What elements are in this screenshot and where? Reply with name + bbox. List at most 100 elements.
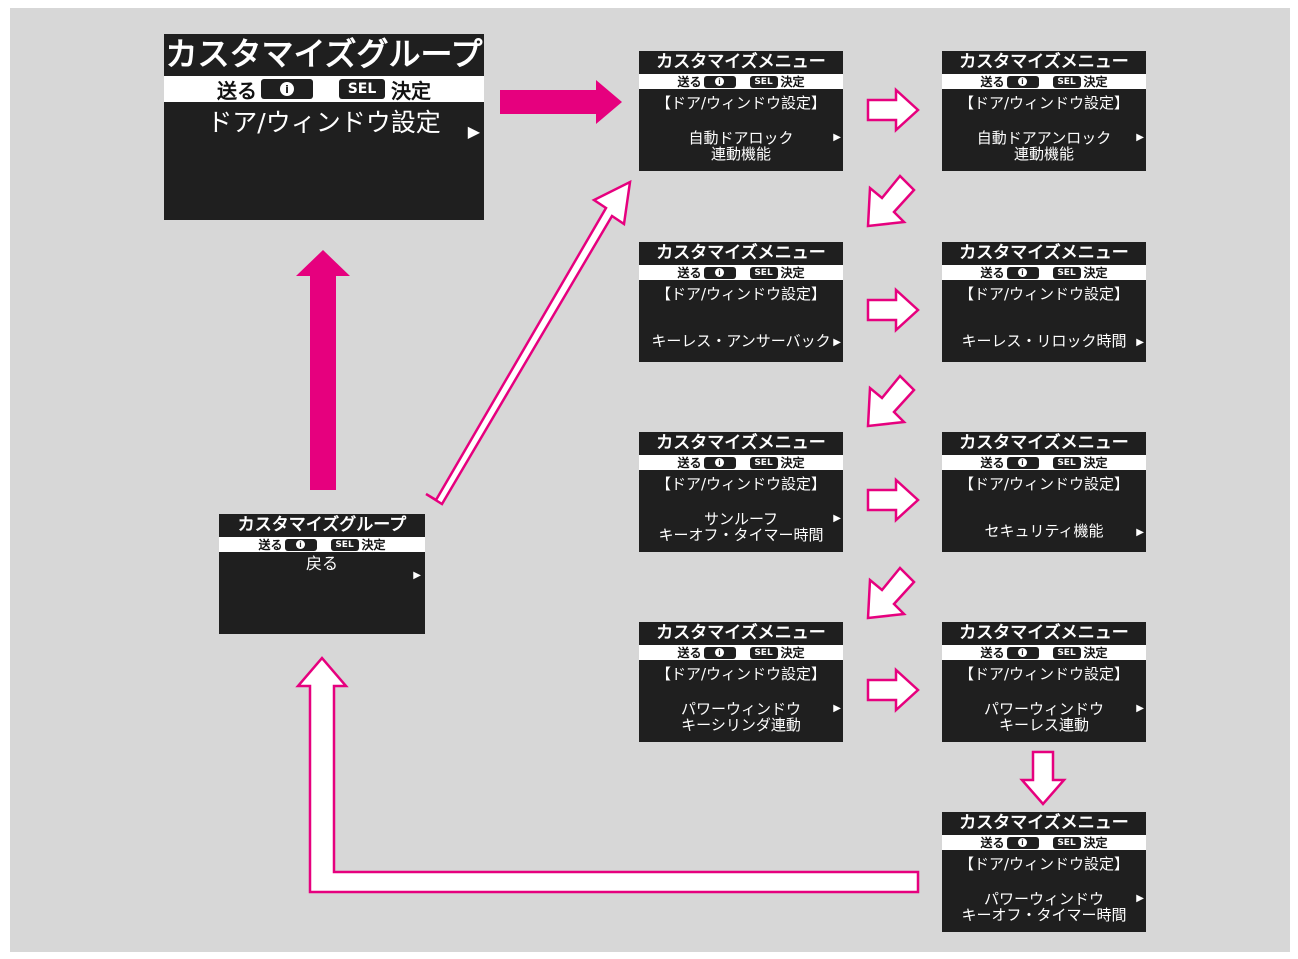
menu-item-text: パワーウィンドウキーシリンダ連動 — [639, 694, 843, 742]
sel-button: SEL — [749, 456, 778, 469]
customize-group-screen: カスタマイズグループ 送る i SEL 決定 ドア/ウィンドウ設定 ▶ — [164, 34, 484, 220]
outline-arrow-diagonal-1 — [866, 174, 916, 228]
info-button: i — [284, 538, 317, 551]
outline-arrow-diagonal-2 — [866, 374, 916, 428]
outline-arrow-right-2 — [866, 287, 920, 333]
kettei-label: 決定 — [780, 266, 805, 280]
okuru-label: 送る — [258, 538, 283, 552]
menu-subtitle: 【ドア/ウィンドウ設定】 — [958, 475, 1130, 493]
info-icon: i — [1018, 268, 1027, 277]
info-icon: i — [1018, 838, 1027, 847]
info-icon: i — [715, 458, 724, 467]
kettei-label: 決定 — [1083, 836, 1108, 850]
outline-arrow-right-3 — [866, 477, 920, 523]
triangle-right-icon: ▶ — [1136, 337, 1144, 348]
menu-screen-title: カスタマイズメニュー — [656, 243, 826, 263]
group-item-door-window: ドア/ウィンドウ設定 — [207, 108, 441, 137]
kettei-label: 決定 — [1083, 456, 1108, 470]
sel-button: SEL — [749, 75, 778, 88]
menu-subtitle: 【ドア/ウィンドウ設定】 — [655, 285, 827, 303]
info-button: i — [703, 646, 736, 659]
info-button: i — [1006, 646, 1039, 659]
triangle-right-icon: ▶ — [833, 132, 841, 143]
kettei-label: 決定 — [1083, 75, 1108, 89]
okuru-label: 送る — [677, 75, 702, 89]
info-button: i — [1006, 266, 1039, 279]
info-button: i — [703, 75, 736, 88]
outline-arrow-return-long — [295, 656, 920, 894]
menu-item-line: パワーウィンドウ — [983, 890, 1104, 909]
kettei-label: 決定 — [780, 456, 805, 470]
menu-screen-title: カスタマイズメニュー — [656, 623, 826, 643]
triangle-right-icon: ▶ — [1136, 527, 1144, 538]
triangle-right-icon: ▶ — [1136, 893, 1144, 904]
sel-button: SEL — [339, 79, 385, 99]
menu-screen-title: カスタマイズメニュー — [959, 813, 1129, 833]
menu-item-line: サンルーフ — [703, 510, 779, 529]
outline-arrow-diagonal-3 — [866, 566, 916, 620]
menu-item-line: キーオフ・タイマー時間 — [658, 526, 824, 544]
menu-item-line: セキュリティ機能 — [984, 522, 1104, 541]
okuru-label: 送る — [677, 646, 702, 660]
solid-arrow-up — [296, 250, 350, 490]
sel-button: SEL — [749, 646, 778, 659]
menu-item-line: キーオフ・タイマー時間 — [961, 906, 1127, 924]
menu-item-text: キーレス・リロック時間 — [942, 322, 1146, 362]
menu-item-line: 自動ドアアンロック — [976, 129, 1112, 148]
sel-button: SEL — [1052, 456, 1081, 469]
menu-item-text: 自動ドアロック連動機能 — [639, 123, 843, 171]
menu-item-text: セキュリティ機能 — [942, 512, 1146, 552]
menu-item-line: 連動機能 — [1013, 145, 1074, 163]
kettei-label: 決定 — [1083, 646, 1108, 660]
menu-item-text: 自動ドアアンロック連動機能 — [942, 123, 1146, 171]
outline-arrow-down — [1019, 750, 1067, 806]
menu-item-line: キーシリンダ連動 — [681, 716, 801, 734]
back-screen-title: カスタマイズグループ — [237, 515, 407, 535]
info-icon: i — [715, 268, 724, 277]
sel-button: SEL — [1052, 836, 1081, 849]
menu-subtitle: 【ドア/ウィンドウ設定】 — [958, 855, 1130, 873]
menu-item-line: パワーウィンドウ — [983, 700, 1104, 719]
okuru-label: 送る — [677, 456, 702, 470]
info-icon: i — [715, 77, 724, 86]
sel-button: SEL — [1052, 646, 1081, 659]
kettei-label: 決定 — [1083, 266, 1108, 280]
menu-screen-title: カスタマイズメニュー — [959, 433, 1129, 453]
menu-subtitle: 【ドア/ウィンドウ設定】 — [655, 475, 827, 493]
group-screen-title: カスタマイズグループ — [165, 35, 483, 73]
info-button: i — [703, 456, 736, 469]
triangle-right-icon: ▶ — [833, 337, 841, 348]
triangle-right-icon: ▶ — [1136, 703, 1144, 714]
operation-hint-bar: 送る i SEL 決定 — [219, 537, 425, 552]
sel-button: SEL — [1052, 75, 1081, 88]
solid-arrow-right — [500, 80, 622, 124]
okuru-label: 送る — [980, 266, 1005, 280]
triangle-right-icon: ▶ — [1136, 132, 1144, 143]
menu-subtitle: 【ドア/ウィンドウ設定】 — [958, 94, 1130, 112]
customize-group-back-screen: カスタマイズグループ 送る i SEL 決定 戻る ▶ — [219, 514, 425, 634]
info-icon: i — [715, 648, 724, 657]
menu-item-line: 自動ドアロック — [688, 129, 794, 148]
sel-button: SEL — [330, 538, 359, 551]
info-icon: i — [280, 82, 294, 96]
menu-subtitle: 【ドア/ウィンドウ設定】 — [958, 285, 1130, 303]
menu-screen-title: カスタマイズメニュー — [656, 433, 826, 453]
okuru-label: 送る — [980, 836, 1005, 850]
sel-button: SEL — [749, 266, 778, 279]
back-item: 戻る — [305, 554, 338, 573]
info-icon: i — [1018, 458, 1027, 467]
outline-arrow-return-diagonal — [425, 179, 632, 506]
menu-screen-title: カスタマイズメニュー — [959, 623, 1129, 643]
info-button: i — [1006, 75, 1039, 88]
menu-item-line: キーレス・リロック時間 — [961, 332, 1127, 351]
menu-item-text: キーレス・アンサーバック — [639, 322, 843, 362]
okuru-label: 送る — [980, 75, 1005, 89]
